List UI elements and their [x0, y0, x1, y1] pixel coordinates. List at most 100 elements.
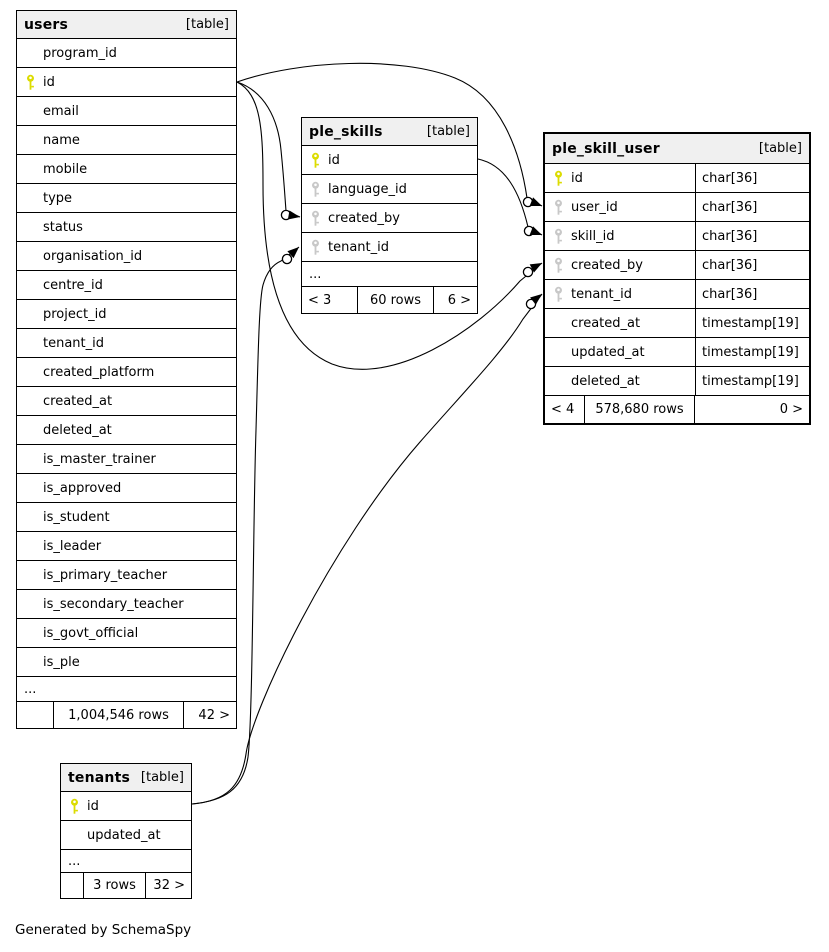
key-glyph	[26, 74, 34, 90]
column-name: project_id	[43, 306, 107, 322]
column-name: email	[43, 103, 79, 119]
column-name: is_student	[43, 509, 110, 525]
column-row-status: status	[17, 213, 236, 242]
relationship-ple_skills-id-to-ple_skill_user-skill_id	[477, 158, 543, 236]
column-row-created_platform: created_platform	[17, 358, 236, 387]
column-row-type: type	[17, 184, 236, 213]
column-row-is_primary_teacher: is_primary_teacher	[17, 561, 236, 590]
ellipsis-row: ...	[302, 262, 477, 287]
column-name: name	[43, 132, 80, 148]
column-name: created_platform	[43, 364, 155, 380]
column-row-skill_id: skill_id char[36]	[545, 222, 809, 251]
column-name: is_master_trainer	[43, 451, 156, 467]
footer-row-count: 60 rows	[358, 287, 434, 313]
column-row-created_by: created_by	[302, 204, 477, 233]
column-name: deleted_at	[571, 373, 640, 389]
column-row-is_ple: is_ple	[17, 648, 236, 677]
column-row-email: email	[17, 97, 236, 126]
column-name: program_id	[43, 45, 117, 61]
key-glyph	[311, 181, 319, 197]
column-type: char[36]	[695, 251, 809, 279]
column-name: deleted_at	[43, 422, 112, 438]
primary-key-icon	[61, 798, 87, 815]
column-row-id: id	[61, 792, 191, 821]
key-glyph	[554, 286, 562, 302]
column-row-is_secondary_teacher: is_secondary_teacher	[17, 590, 236, 619]
column-row-name: name	[17, 126, 236, 155]
column-row-is_govt_official: is_govt_official	[17, 619, 236, 648]
table-badge: [table]	[140, 770, 184, 785]
relationship-ple_skills-id-to-ple_skill_user-skill_id-arrowhead-icon	[529, 226, 542, 235]
table-badge: [table]	[426, 124, 470, 139]
table-ple_skills-header[interactable]: ple_skills [table]	[302, 118, 477, 146]
column-type: char[36]	[695, 222, 809, 250]
footer-row-count: 578,680 rows	[585, 396, 695, 423]
column-name: tenant_id	[571, 286, 633, 302]
column-name: id	[328, 152, 340, 168]
footer-row-count: 1,004,546 rows	[54, 702, 184, 728]
relationship-tenants-id-to-ple_skills-tenant_id-arrowhead-icon	[287, 247, 299, 259]
table-badge: [table]	[758, 141, 802, 156]
column-name: type	[43, 190, 73, 206]
column-name: tenant_id	[328, 239, 390, 255]
key-glyph	[554, 170, 562, 186]
column-name: id	[87, 798, 99, 814]
key-glyph	[554, 199, 562, 215]
column-name: id	[43, 74, 55, 90]
relationship-ple_skills-id-to-ple_skill_user-skill_id-zero-or-one-icon	[523, 225, 535, 237]
column-name: created_at	[571, 315, 641, 331]
relationship-users-id-to-ple_skill_user-created_by-zero-or-one-icon	[522, 266, 534, 278]
column-row-mobile: mobile	[17, 155, 236, 184]
table-tenants-header[interactable]: tenants [table]	[61, 764, 191, 792]
table-name: ple_skills	[309, 123, 383, 140]
column-name: centre_id	[43, 277, 103, 293]
ellipsis-row: ...	[17, 677, 236, 702]
column-row-created_at: created_at	[17, 387, 236, 416]
column-row-id: id	[17, 68, 236, 97]
primary-key-icon	[545, 170, 571, 187]
column-name: language_id	[328, 181, 407, 197]
key-glyph	[554, 257, 562, 273]
column-name: is_primary_teacher	[43, 567, 168, 583]
column-name: is_ple	[43, 654, 80, 670]
column-type: char[36]	[695, 164, 809, 192]
table-users-header[interactable]: users[table]	[17, 11, 236, 39]
column-row-updated_at: updated_at	[61, 821, 191, 850]
relationship-users-id-to-ple_skills-created_by-zero-or-one-icon	[280, 209, 292, 221]
column-row-deleted_at: deleted_at	[17, 416, 236, 445]
footer-children-count: < 4	[545, 396, 585, 423]
foreign-key-icon	[545, 286, 571, 303]
column-name: is_approved	[43, 480, 122, 496]
footer-parents-count: 0 >	[779, 402, 803, 417]
ellipsis-row: ...	[61, 850, 191, 873]
column-row-organisation_id: organisation_id	[17, 242, 236, 271]
foreign-key-icon	[302, 181, 328, 198]
column-name: created_at	[43, 393, 113, 409]
table-ple_skill_user-header[interactable]: ple_skill_user[table]	[545, 134, 809, 164]
foreign-key-icon	[545, 199, 571, 216]
column-row-deleted_at: deleted_at timestamp[19]	[545, 367, 809, 396]
footer-children-count: < 3	[302, 287, 358, 313]
column-row-project_id: project_id	[17, 300, 236, 329]
column-name: mobile	[43, 161, 88, 177]
table-name: tenants	[68, 769, 130, 786]
column-type: timestamp[19]	[695, 367, 809, 395]
key-glyph	[70, 798, 78, 814]
column-name: organisation_id	[43, 248, 143, 264]
table-badge: [table]	[185, 17, 229, 32]
relationship-tenants-id-to-ple_skill_user-tenant_id-zero-or-one-icon	[525, 298, 537, 310]
column-name: tenant_id	[43, 335, 105, 351]
column-name: skill_id	[571, 228, 615, 244]
relationship-users-id-to-ple_skill_user-user_id-arrowhead-icon	[529, 197, 542, 206]
footer-parents-count: 32 >	[153, 878, 185, 893]
